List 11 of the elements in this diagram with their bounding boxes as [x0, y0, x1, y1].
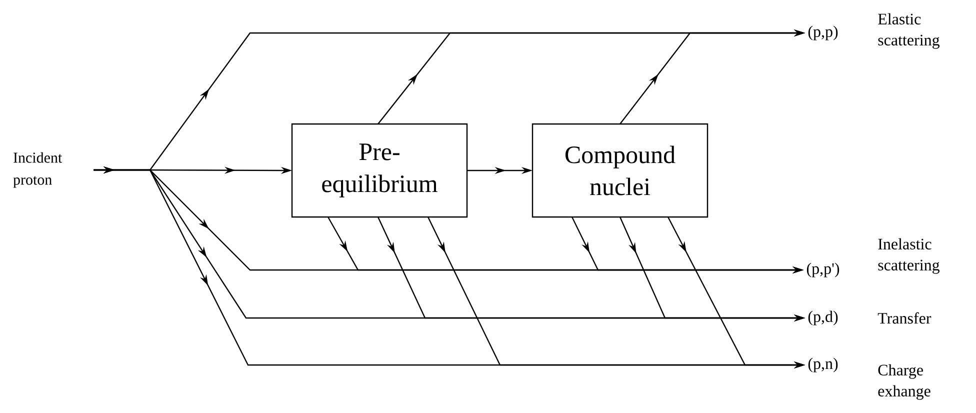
reaction-label: (p,p')	[806, 262, 840, 278]
reaction-label: (p,d)	[808, 310, 838, 326]
reaction-label: (p,p)	[808, 26, 838, 40]
reaction-name: Elastic scattering	[878, 13, 940, 49]
input-label: Incident proton	[13, 152, 62, 188]
reaction-name: Transfer	[878, 312, 932, 324]
reaction-name: Inelastic scattering	[878, 238, 940, 274]
reaction-name: Charge exhange	[878, 364, 930, 400]
process-box: Pre-equilibrium	[291, 123, 468, 218]
process-box: Compound nuclei	[532, 123, 708, 218]
reaction-label: (p,n)	[808, 358, 838, 372]
